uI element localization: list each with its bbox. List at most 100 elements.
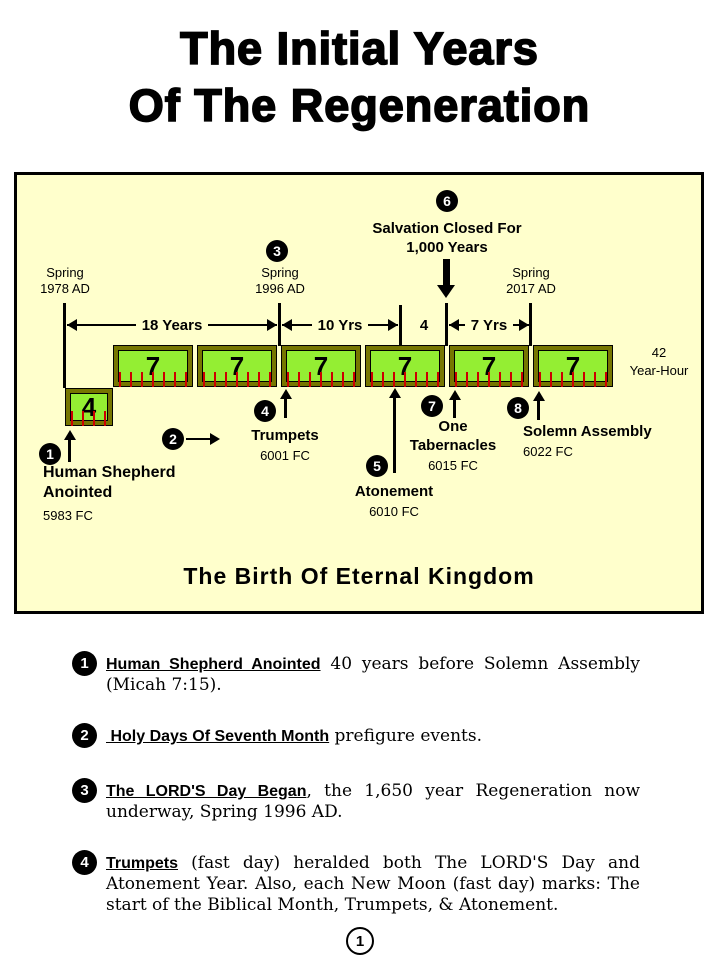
note-text: The LORD'S Day Began, the 1,650 year Reg…	[106, 778, 640, 823]
note-item-1: 1 Human Shepherd Anointed 40 years befor…	[72, 651, 647, 696]
span-label-7-yrs: 7 Yrs	[470, 316, 508, 334]
note-heading: Trumpets	[106, 855, 179, 872]
ruler-tick	[477, 372, 479, 387]
ruler-tick	[185, 372, 187, 387]
callout-number-badge: 6	[436, 190, 458, 212]
ruler-segment-label: 7	[538, 350, 608, 382]
ruler-tick	[236, 372, 238, 387]
date-label-1996: Spring 1996 AD	[235, 265, 325, 297]
event-title-line2: Anointed	[43, 484, 113, 501]
ruler-tick	[104, 411, 106, 426]
event-date: 6010 FC	[369, 504, 419, 519]
diagram-footer-title: The Birth Of Eternal Kingdom	[183, 563, 535, 589]
span-label-18-years: 18 Years	[141, 316, 203, 334]
page-number: 1	[355, 932, 365, 950]
date-2017-line2: 2017 AD	[506, 281, 556, 296]
ruler-tick	[258, 372, 260, 387]
ruler-tick	[550, 372, 552, 387]
note-item-2: 2 Holy Days Of Seventh Month prefigure e…	[72, 723, 647, 748]
ruler-tick	[382, 372, 384, 387]
event-title: Atonement	[354, 483, 434, 500]
ruler-segment: 7	[113, 345, 193, 387]
note-text: Holy Days Of Seventh Month prefigure eve…	[106, 723, 640, 747]
note-number-badge: 1	[72, 651, 97, 676]
note-heading: Holy Days Of Seventh Month	[106, 728, 330, 745]
ruler-tick	[130, 372, 132, 387]
note-text: Trumpets (fast day) heralded both The LO…	[106, 850, 640, 916]
arrow-line-right	[208, 319, 277, 331]
ruler-tick	[426, 372, 428, 387]
ruler-tick	[404, 372, 406, 387]
ruler-tick	[561, 372, 563, 387]
event-title-line1: Human Shepherd	[43, 464, 176, 481]
ruler-tick	[320, 372, 322, 387]
note-heading: Human Shepherd Anointed	[106, 656, 321, 673]
note-line: The LORD'S Day Began, the 1,650 year Reg…	[106, 781, 640, 802]
ruler-tick	[539, 372, 541, 387]
ruler-segment: 7	[365, 345, 445, 387]
note-item-4: 4 Trumpets (fast day) heralded both The …	[72, 850, 647, 916]
ruler-tick	[287, 372, 289, 387]
note-body-text: (fast day) heralded both The LORD'S Day …	[178, 853, 640, 873]
title-line-1: The Initial Years	[179, 22, 539, 75]
ruler-tick	[141, 372, 143, 387]
note-body-text: start of the Biblical Month, Trumpets, &…	[106, 895, 559, 915]
ruler-tick	[521, 372, 523, 387]
arrow-18-years: 18 Years	[67, 316, 277, 334]
ruler-tick	[203, 372, 205, 387]
ruler-tick	[353, 372, 355, 387]
ruler-segment: 7	[281, 345, 361, 387]
event-atonement: Atonement 6010 FC	[334, 482, 454, 519]
note-body-text: underway, Spring 1996 AD.	[106, 802, 343, 822]
ruler-tick	[309, 372, 311, 387]
ruler-tick	[225, 372, 227, 387]
note-number-badge: 3	[72, 778, 97, 803]
note-body-text: Atonement Year. Also, each New Moon (fas…	[106, 874, 640, 894]
ruler-tick	[163, 372, 165, 387]
arrow-7-yrs: 7 Yrs	[449, 316, 529, 334]
ruler-segment-label: 7	[454, 350, 524, 382]
note-number-badge: 4	[72, 850, 97, 875]
ruler-tick	[488, 372, 490, 387]
note-line: (Micah 7:15).	[106, 675, 640, 696]
ruler-tick	[455, 372, 457, 387]
ruler-segment: 7	[533, 345, 613, 387]
note-item-3: 3 The LORD'S Day Began, the 1,650 year R…	[72, 778, 647, 823]
span-label-4: 4	[419, 317, 429, 334]
event-date: 6022 FC	[523, 444, 573, 459]
ruler-tick	[499, 372, 501, 387]
date-label-1978: Spring 1978 AD	[20, 265, 110, 297]
ruler-tick	[437, 372, 439, 387]
ruler-tick	[371, 372, 373, 387]
event-number-badge-4: 4	[254, 400, 276, 422]
event-title-line2: Tabernacles	[409, 437, 497, 454]
up-arrow-tabernacles	[448, 390, 461, 418]
marker-line-1996	[278, 303, 281, 346]
ruler-segment: 7	[197, 345, 277, 387]
marker-line-2010	[445, 303, 448, 346]
note-body-text: 40 years before Solemn Assembly	[320, 654, 640, 674]
ruler-tick	[415, 372, 417, 387]
event-title: Trumpets	[251, 427, 319, 444]
ruler-segment: 7	[449, 345, 529, 387]
salvation-line-1: Salvation Closed For	[372, 220, 522, 237]
note-line: Holy Days Of Seventh Month prefigure eve…	[106, 726, 640, 747]
event-number-badge-1: 1	[39, 443, 61, 465]
ruler-tick	[298, 372, 300, 387]
ruler-tick	[152, 372, 154, 387]
down-arrow-icon	[437, 259, 455, 298]
arrow-line-right	[368, 319, 399, 331]
up-arrow-solemn-assembly	[532, 391, 545, 420]
arrow-line-left	[282, 319, 312, 331]
ruler-tick	[594, 372, 596, 387]
event-human-shepherd: Human Shepherd Anointed 5983 FC	[43, 463, 175, 523]
event-number-badge-8: 8	[507, 397, 529, 419]
marker-number-badge-3: 3	[266, 240, 288, 262]
event-title-line1: One	[438, 418, 468, 435]
marker-line-1978	[63, 303, 66, 388]
event-date: 5983 FC	[43, 508, 93, 523]
note-body-text: , the 1,650 year Regeneration now	[306, 781, 640, 801]
arrow-line-right	[513, 319, 529, 331]
note-heading: The LORD'S Day Began	[106, 783, 307, 800]
ruler-tick	[331, 372, 333, 387]
